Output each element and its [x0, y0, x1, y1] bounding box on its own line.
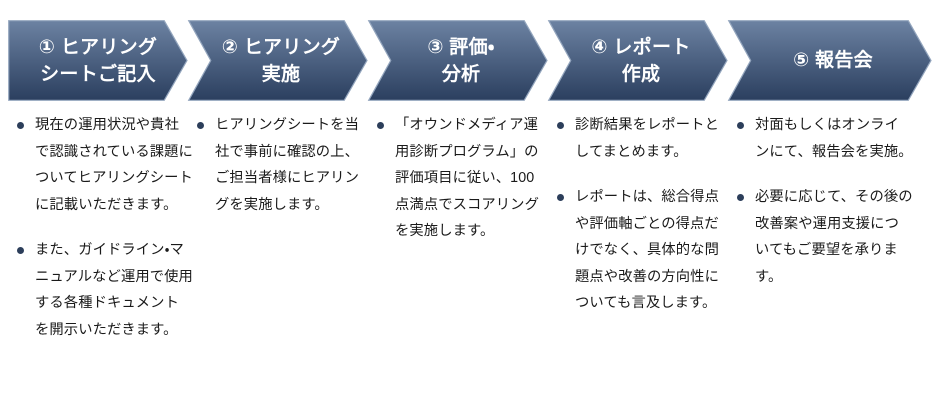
list-item: 必要に応じて、その後の改善案や運用支援についてもご要望を承ります。	[728, 184, 932, 290]
process-step-5: ⑤ 報告会 対面もしくはオンラインにて、報告会を実施。 必要に応じて、その後の改…	[727, 0, 932, 404]
list-item-text: ヒアリングシートを当社で事前に確認の上、ご担当者様にヒアリングを実施します。	[215, 117, 359, 213]
step-2-bullet-list: ヒアリングシートを当社で事前に確認の上、ご担当者様にヒアリングを実施します。	[188, 112, 368, 218]
chevron-shape-icon	[367, 20, 548, 101]
step-4-chevron[interactable]: ④ レポート 作成	[547, 20, 728, 101]
list-item-text: 対面もしくはオンラインにて、報告会を実施。	[755, 117, 913, 160]
process-step-2: ② ヒアリング 実施 ヒアリングシートを当社で事前に確認の上、ご担当者様にヒアリ…	[187, 0, 368, 404]
bullet-dot-icon	[17, 122, 24, 129]
list-item: 対面もしくはオンラインにて、報告会を実施。	[728, 112, 932, 165]
chevron-shape-icon	[187, 20, 368, 101]
step-5-chevron[interactable]: ⑤ 報告会	[727, 20, 932, 101]
bullet-dot-icon	[17, 247, 24, 254]
step-3-chevron[interactable]: ③ 評価・ 分析	[367, 20, 548, 101]
bullet-dot-icon	[737, 122, 744, 129]
step-1-bullet-list: 現在の運用状況や貴社で認識されている課題についてヒアリングシートに記載いただきま…	[8, 112, 193, 343]
step-1-chevron[interactable]: ① ヒアリング シートご記入	[8, 20, 188, 101]
list-item-text: 現在の運用状況や貴社で認識されている課題についてヒアリングシートに記載いただきま…	[35, 117, 193, 213]
process-step-3: ③ 評価・ 分析 「オウンドメディア運用診断プログラム」の評価項目に従い、100…	[367, 0, 548, 404]
chevron-shape-icon	[727, 20, 932, 101]
bullet-dot-icon	[377, 122, 384, 129]
list-item-text: 必要に応じて、その後の改善案や運用支援についてもご要望を承ります。	[755, 189, 913, 285]
bullet-dot-icon	[557, 194, 564, 201]
step-3-bullet-list: 「オウンドメディア運用診断プログラム」の評価項目に従い、100 点満点でスコアリ…	[368, 112, 548, 245]
list-item: 診断結果をレポートとしてまとめます。	[548, 112, 728, 165]
step-4-bullet-list: 診断結果をレポートとしてまとめます。 レポートは、総合得点や評価軸ごとの得点だけ…	[548, 112, 728, 317]
list-item-text: レポートは、総合得点や評価軸ごとの得点だけでなく、具体的な問題点や改善の方向性に…	[575, 189, 719, 311]
process-step-1: ① ヒアリング シートご記入 現在の運用状況や貴社で認識されている課題についてヒ…	[8, 0, 193, 404]
list-item: 「オウンドメディア運用診断プログラム」の評価項目に従い、100 点満点でスコアリ…	[368, 112, 548, 245]
list-item: レポートは、総合得点や評価軸ごとの得点だけでなく、具体的な問題点や改善の方向性に…	[548, 184, 728, 317]
step-2-chevron[interactable]: ② ヒアリング 実施	[187, 20, 368, 101]
chevron-shape-icon	[547, 20, 728, 101]
process-step-4: ④ レポート 作成 診断結果をレポートとしてまとめます。 レポートは、総合得点や…	[547, 0, 728, 404]
list-item: ヒアリングシートを当社で事前に確認の上、ご担当者様にヒアリングを実施します。	[188, 112, 368, 218]
list-item-text: 「オウンドメディア運用診断プログラム」の評価項目に従い、100 点満点でスコアリ…	[395, 117, 539, 239]
list-item-text: また、ガイドライン・マニュアルなど運用で使用する各種ドキュメントを開示いただきま…	[35, 242, 193, 338]
bullet-dot-icon	[737, 194, 744, 201]
chevron-shape-icon	[8, 20, 188, 101]
step-5-bullet-list: 対面もしくはオンラインにて、報告会を実施。 必要に応じて、その後の改善案や運用支…	[728, 112, 932, 290]
bullet-dot-icon	[557, 122, 564, 129]
bullet-dot-icon	[197, 122, 204, 129]
list-item-text: 診断結果をレポートとしてまとめます。	[575, 117, 719, 160]
list-item: 現在の運用状況や貴社で認識されている課題についてヒアリングシートに記載いただきま…	[8, 112, 193, 218]
list-item: また、ガイドライン・マニュアルなど運用で使用する各種ドキュメントを開示いただきま…	[8, 237, 193, 343]
